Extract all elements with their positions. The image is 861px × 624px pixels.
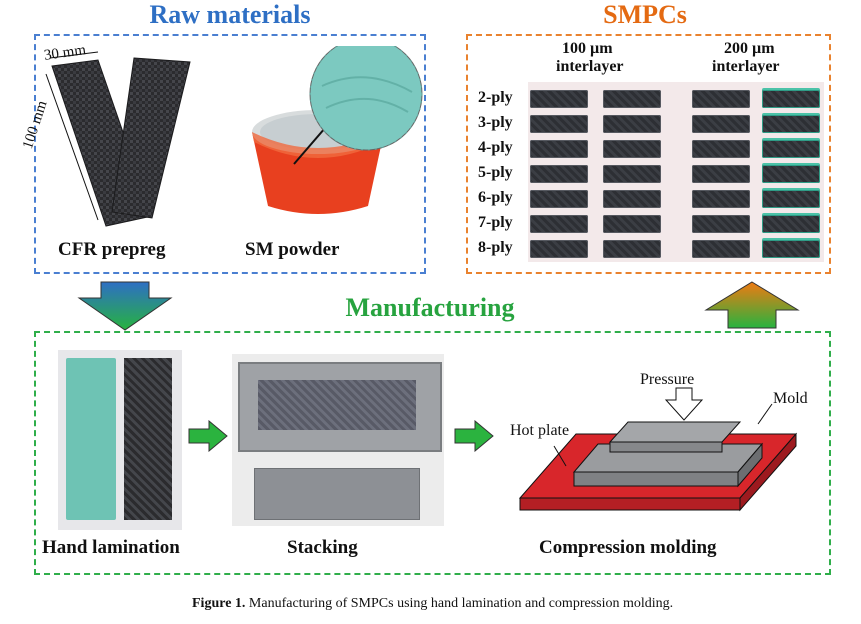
caption-text: Manufacturing of SMPCs using hand lamina… [245,596,674,611]
specimen [530,190,588,208]
specimen [603,190,661,208]
specimen [692,140,750,158]
smpcs-box [466,34,831,274]
specimen [762,115,820,133]
col2-header-line2: interlayer [712,58,780,75]
specimen [692,165,750,183]
ply-label-5: 5-ply [478,164,513,181]
right-arrow-icon [188,420,228,452]
specimen [692,215,750,233]
manufacturing-box [34,331,831,575]
cfr-prepreg-label: CFR prepreg [58,239,166,260]
col2-header-line1: 200 µm [724,40,775,57]
sm-powder-label: SM powder [245,239,340,260]
specimen [603,215,661,233]
raw-materials-box [34,34,426,274]
specimen [762,140,820,158]
specimen [692,90,750,108]
compression-molding-label: Compression molding [539,537,717,558]
hand-lamination-label: Hand lamination [42,537,180,558]
hand-lamination-photo [58,350,182,530]
col1-header-line1: 100 µm [562,40,613,57]
ply-label-3: 3-ply [478,114,513,131]
figure-caption: Figure 1. Manufacturing of SMPCs using h… [192,596,673,612]
specimen [692,190,750,208]
specimen [530,240,588,258]
raw-materials-title: Raw materials [149,0,311,29]
specimen [692,115,750,133]
stacking-label: Stacking [287,537,358,558]
specimen [530,115,588,133]
right-arrow-icon [454,420,494,452]
specimen [530,90,588,108]
sm-powder-photo [252,46,423,214]
down-arrow-icon [77,281,173,331]
smpcs-title: SMPCs [603,0,687,29]
specimen [762,165,820,183]
specimen [603,140,661,158]
specimen [762,215,820,233]
specimen [603,165,661,183]
specimen [530,165,588,183]
stacking-photo [232,354,444,526]
compression-molding-diagram [518,387,798,512]
specimen [692,240,750,258]
mold-label: Mold [773,390,808,407]
specimen [603,90,661,108]
specimen [530,140,588,158]
specimen [762,240,820,258]
ply-label-8: 8-ply [478,239,513,256]
ply-label-4: 4-ply [478,139,513,156]
ply-label-7: 7-ply [478,214,513,231]
specimen [530,215,588,233]
ply-label-6: 6-ply [478,189,513,206]
caption-prefix: Figure 1. [192,596,246,611]
up-arrow-icon [704,281,800,329]
pressure-label: Pressure [640,371,695,388]
specimen [603,115,661,133]
specimen [762,190,820,208]
specimen [762,90,820,108]
ply-label-2: 2-ply [478,89,513,106]
hot-plate-label: Hot plate [510,422,570,439]
cfr-prepreg-photo [45,51,191,227]
manufacturing-title: Manufacturing [345,293,515,322]
specimen [603,240,661,258]
col1-header-line2: interlayer [556,58,624,75]
